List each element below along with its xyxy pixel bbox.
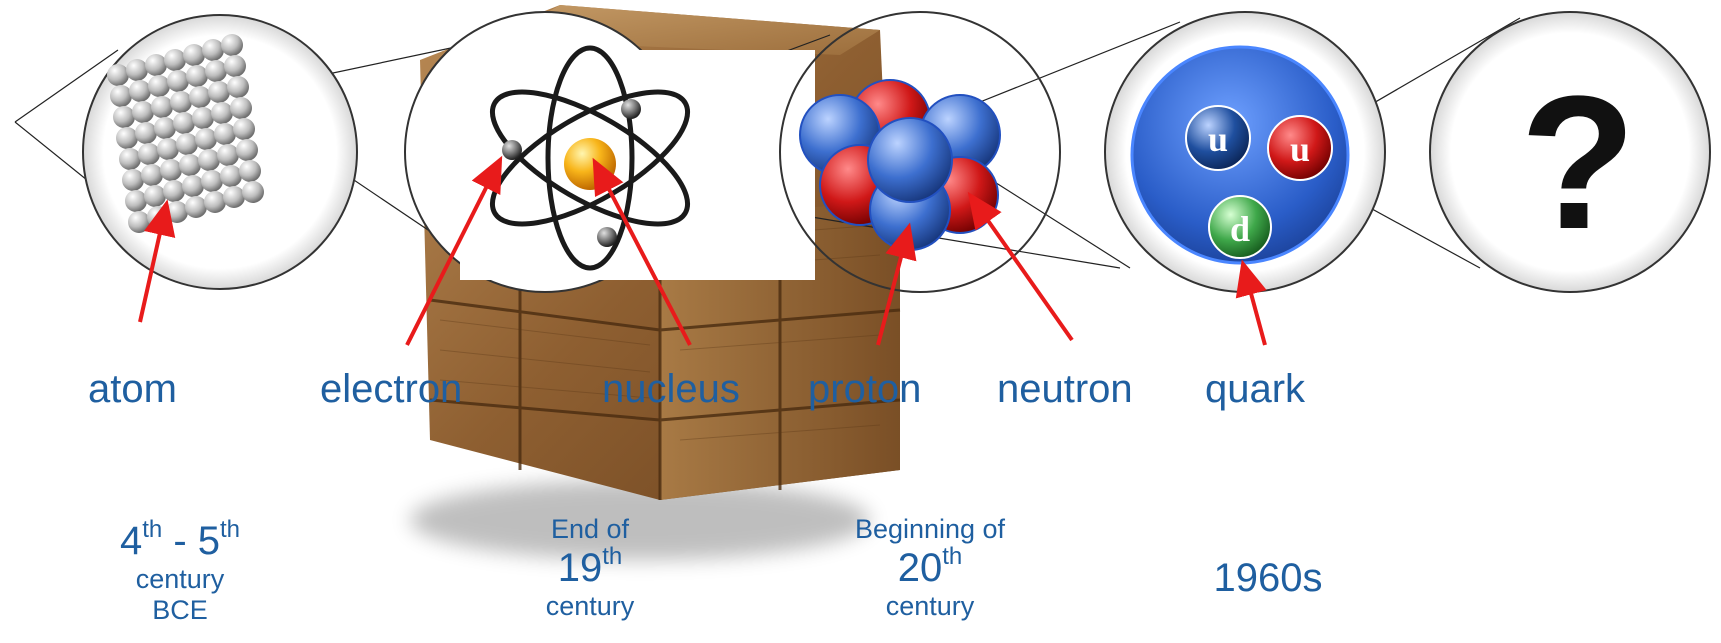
lattice-ball — [208, 81, 230, 103]
lattice-ball — [230, 97, 252, 119]
lattice-ball — [129, 80, 151, 102]
neutron-arrow — [967, 191, 1074, 342]
lattice-ball — [166, 201, 188, 223]
lattice-ball — [227, 76, 249, 98]
nucleus-ball — [564, 138, 616, 190]
lattice-ball — [144, 185, 166, 207]
atom-model-lens — [404, 11, 815, 293]
lattice-ball — [164, 49, 186, 71]
lattice-ball — [204, 191, 226, 213]
lattice-ball — [192, 107, 214, 129]
quark-arrow — [1235, 259, 1267, 346]
lattice-ball — [205, 60, 227, 82]
lattice-ball — [160, 159, 182, 181]
lattice-ball — [107, 64, 129, 86]
unknown-lens: ? — [1429, 11, 1711, 293]
lattice-ball — [125, 190, 147, 212]
pointer-arrows — [138, 155, 1267, 346]
lattice-ball — [163, 180, 185, 202]
lattice-ball — [217, 144, 239, 166]
lattice-ball — [141, 164, 163, 186]
lattice-ball — [116, 127, 138, 149]
lattice-ball — [154, 117, 176, 139]
lattice-ball — [201, 170, 223, 192]
lattice-ball — [119, 148, 141, 170]
lattice-ball — [128, 211, 150, 233]
lattice-ball — [157, 138, 179, 160]
lattice-ball — [242, 181, 264, 203]
atom-lens — [82, 14, 358, 290]
lattice-ball — [138, 143, 160, 165]
era-proton: Beginning of 20th century — [854, 514, 1006, 622]
up-quark-2: u — [1267, 115, 1333, 181]
lattice-ball — [195, 128, 217, 150]
atom-model-image — [489, 45, 691, 271]
up-quark-1: u — [1185, 105, 1251, 171]
lattice-ball — [220, 165, 242, 187]
lattice-ball — [147, 206, 169, 228]
nucleus-arrow — [592, 157, 692, 346]
lattice-ball — [135, 122, 157, 144]
lattice-ball — [167, 70, 189, 92]
lattice-ball — [122, 169, 144, 191]
svg-text:u: u — [1208, 119, 1228, 159]
lattice-ball — [183, 44, 205, 66]
lattice-ball — [132, 101, 154, 123]
lattice-ball — [126, 59, 148, 81]
era-electron: End of 19th century — [545, 514, 635, 622]
label-neutron: neutron — [997, 367, 1133, 411]
lattice-ball — [224, 55, 246, 77]
lattice-ball — [170, 91, 192, 113]
lattice-ball — [198, 149, 220, 171]
lattice-ball — [214, 123, 236, 145]
electron-ball-3 — [597, 227, 617, 247]
electron-arrow — [405, 155, 503, 346]
electron-ball-1 — [621, 99, 641, 119]
era-atom: 4th - 5th century BCE — [119, 516, 241, 626]
label-quark: quark — [1205, 367, 1306, 411]
lattice-ball — [202, 39, 224, 61]
label-nucleus: nucleus — [602, 367, 740, 411]
label-electron: electron — [320, 367, 463, 411]
lattice-ball — [110, 85, 132, 107]
lattice-ball — [239, 160, 261, 182]
lattice-ball — [113, 106, 135, 128]
lattice-ball — [148, 75, 170, 97]
lattice-ball — [151, 96, 173, 118]
lattice-ball — [223, 186, 245, 208]
lattice-ball — [233, 118, 255, 140]
lattice-ball — [182, 175, 204, 197]
lattice-ball — [189, 86, 211, 108]
lattice-ball — [186, 65, 208, 87]
down-quark: d — [1208, 195, 1272, 259]
question-mark: ? — [1520, 57, 1636, 269]
era-quark: 1960s — [1213, 556, 1323, 600]
lattice-ball — [173, 112, 195, 134]
lattice-ball — [176, 133, 198, 155]
electron-ball-2 — [502, 140, 522, 160]
proton-arrow — [876, 222, 917, 346]
svg-text:u: u — [1290, 129, 1310, 169]
lattice-ball — [145, 54, 167, 76]
atom-arrow — [138, 199, 176, 323]
lattice-ball — [236, 139, 258, 161]
label-atom: atom — [88, 367, 177, 411]
svg-text:d: d — [1230, 209, 1250, 249]
lattice-ball — [179, 154, 201, 176]
label-proton: proton — [808, 367, 922, 411]
lattice-ball — [221, 34, 243, 56]
proton-lens: u u d — [1104, 11, 1386, 293]
lattice-ball — [185, 196, 207, 218]
lattice-ball — [211, 102, 233, 124]
